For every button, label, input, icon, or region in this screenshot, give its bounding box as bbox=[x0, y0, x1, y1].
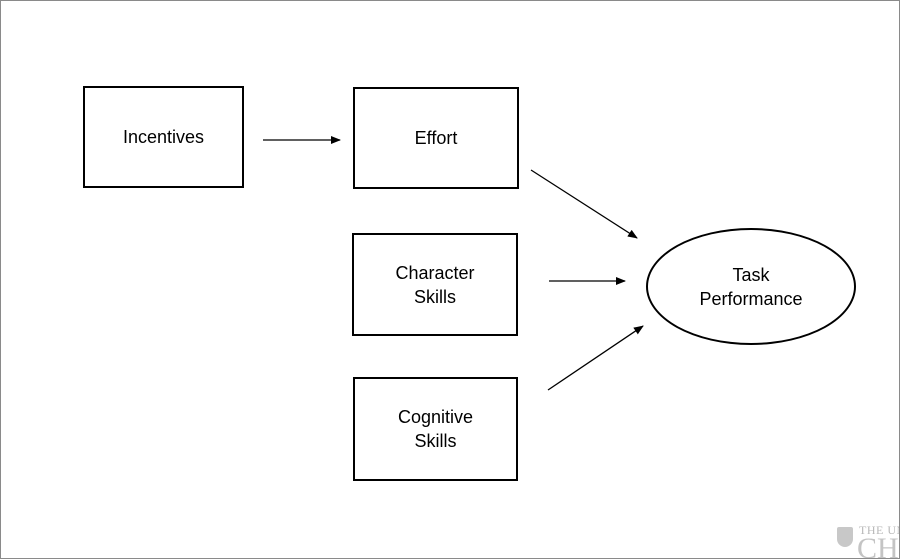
edge-cognitive-skills-to-task-performance bbox=[547, 325, 644, 391]
node-effort: Effort bbox=[353, 87, 519, 189]
logo-line1: THE UNIVERSITY bbox=[859, 523, 899, 537]
node-label: Effort bbox=[414, 128, 458, 148]
node-label: Character Skills bbox=[395, 262, 475, 307]
node-incentives: Incentives bbox=[83, 86, 244, 188]
logo-line2: CHICAGO bbox=[857, 532, 899, 559]
node-character-skills: Character Skills bbox=[352, 233, 518, 336]
node-label: Cognitive Skills bbox=[397, 407, 474, 451]
node-task-performance: Task Performance bbox=[646, 228, 856, 345]
edge-effort-to-task-performance bbox=[530, 169, 638, 239]
shield-icon bbox=[837, 527, 853, 547]
university-logo: THE UNIVERSITY CHICAGO bbox=[833, 523, 899, 559]
node-label: Incentives bbox=[122, 127, 205, 147]
node-cognitive-skills: Cognitive Skills bbox=[353, 377, 518, 481]
node-label: Task Performance bbox=[699, 264, 803, 309]
